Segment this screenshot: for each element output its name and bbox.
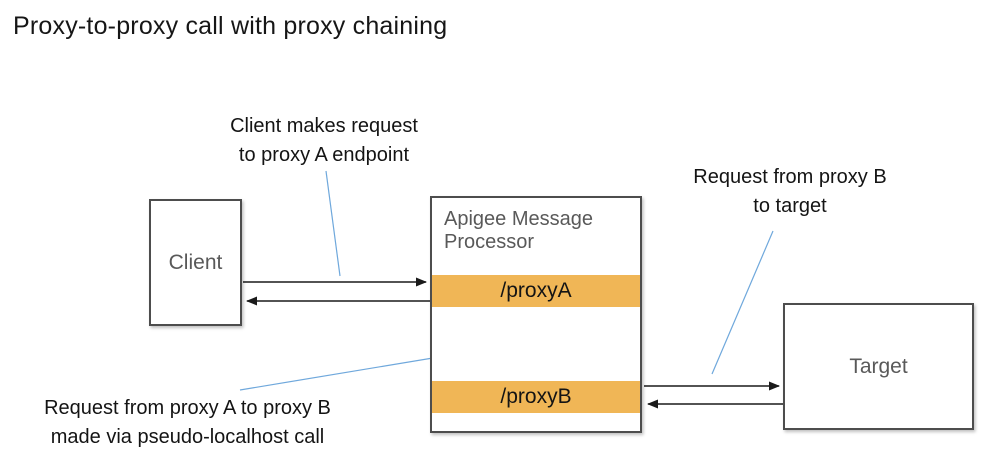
message-processor-node: Apigee Message Processor /proxyA /proxyB bbox=[430, 196, 642, 433]
leader-line-target-request-icon bbox=[711, 230, 774, 375]
annotation-chain-request-line2: made via pseudo-localhost call bbox=[50, 426, 325, 448]
proxy-a-endpoint-bar: /proxyA bbox=[432, 275, 640, 307]
client-node-label: Client bbox=[168, 250, 223, 274]
leader-line-client-request-icon bbox=[325, 170, 341, 277]
annotation-target-request: Request from proxy B to target bbox=[665, 163, 915, 221]
annotation-target-request-line1: Request from proxy B bbox=[693, 166, 887, 188]
annotation-target-request-line2: to target bbox=[753, 195, 827, 217]
target-node-label: Target bbox=[849, 354, 908, 378]
target-node: Target bbox=[783, 303, 974, 430]
message-processor-title: Apigee Message Processor bbox=[444, 208, 593, 253]
annotation-client-request: Client makes request to proxy A endpoint bbox=[199, 112, 449, 170]
proxy-b-endpoint-bar: /proxyB bbox=[432, 381, 640, 413]
annotation-client-request-line1: Client makes request bbox=[230, 115, 418, 137]
annotation-chain-request-line1: Request from proxy A to proxy B bbox=[44, 397, 331, 419]
client-node: Client bbox=[149, 199, 242, 326]
annotation-client-request-line2: to proxy A endpoint bbox=[238, 144, 410, 166]
annotation-chain-request: Request from proxy A to proxy B made via… bbox=[10, 394, 365, 452]
page-title: Proxy-to-proxy call with proxy chaining bbox=[13, 12, 448, 40]
